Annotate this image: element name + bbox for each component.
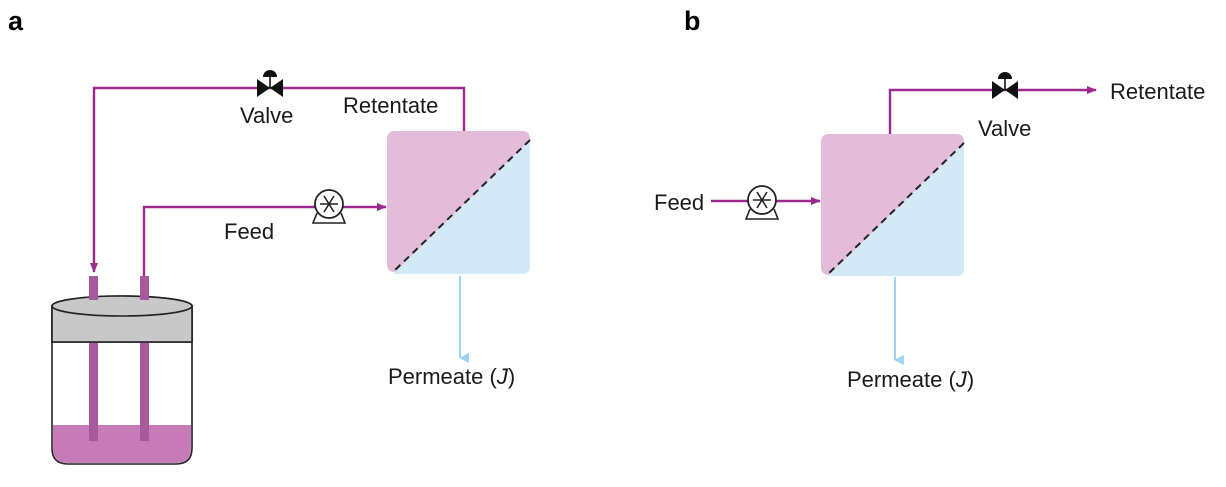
membrane-module-a: [387, 131, 531, 274]
retentate-compartment-a: [387, 131, 530, 272]
valve-icon-b: [992, 72, 1018, 99]
panel-a-letter: a: [8, 6, 24, 36]
pump-icon: [311, 189, 347, 224]
return-dip-tube: [89, 276, 98, 441]
valve-label-a: Valve: [240, 103, 293, 128]
feed-dip-tube: [140, 276, 149, 441]
reservoir-tank: [51, 276, 193, 465]
retentate-label-b: Retentate: [1110, 79, 1205, 104]
permeate-compartment-a: [393, 140, 530, 274]
valve-icon: [257, 70, 283, 97]
pump-icon-b: [744, 185, 780, 220]
panel-b-letter: b: [684, 6, 701, 36]
membrane-b: [826, 142, 965, 276]
membrane-module-b: [821, 134, 965, 276]
valve-label-b: Valve: [978, 116, 1031, 141]
panel-a: a: [8, 6, 531, 465]
permeate-label-b: Permeate (J): [847, 367, 974, 392]
retentate-pipe-b: [888, 86, 1097, 134]
feed-label-a: Feed: [224, 219, 274, 244]
panel-b: b Valve Retentate Feed: [654, 6, 1205, 392]
permeate-compartment-b: [827, 143, 964, 276]
feed-pipe-a: [142, 203, 387, 276]
membrane-a: [392, 139, 531, 273]
tank-liquid: [53, 425, 191, 463]
permeate-label-a: Permeate (J): [388, 364, 515, 389]
feed-label-b: Feed: [654, 190, 704, 215]
retentate-compartment-b: [821, 134, 964, 275]
retentate-label-a: Retentate: [343, 93, 438, 118]
